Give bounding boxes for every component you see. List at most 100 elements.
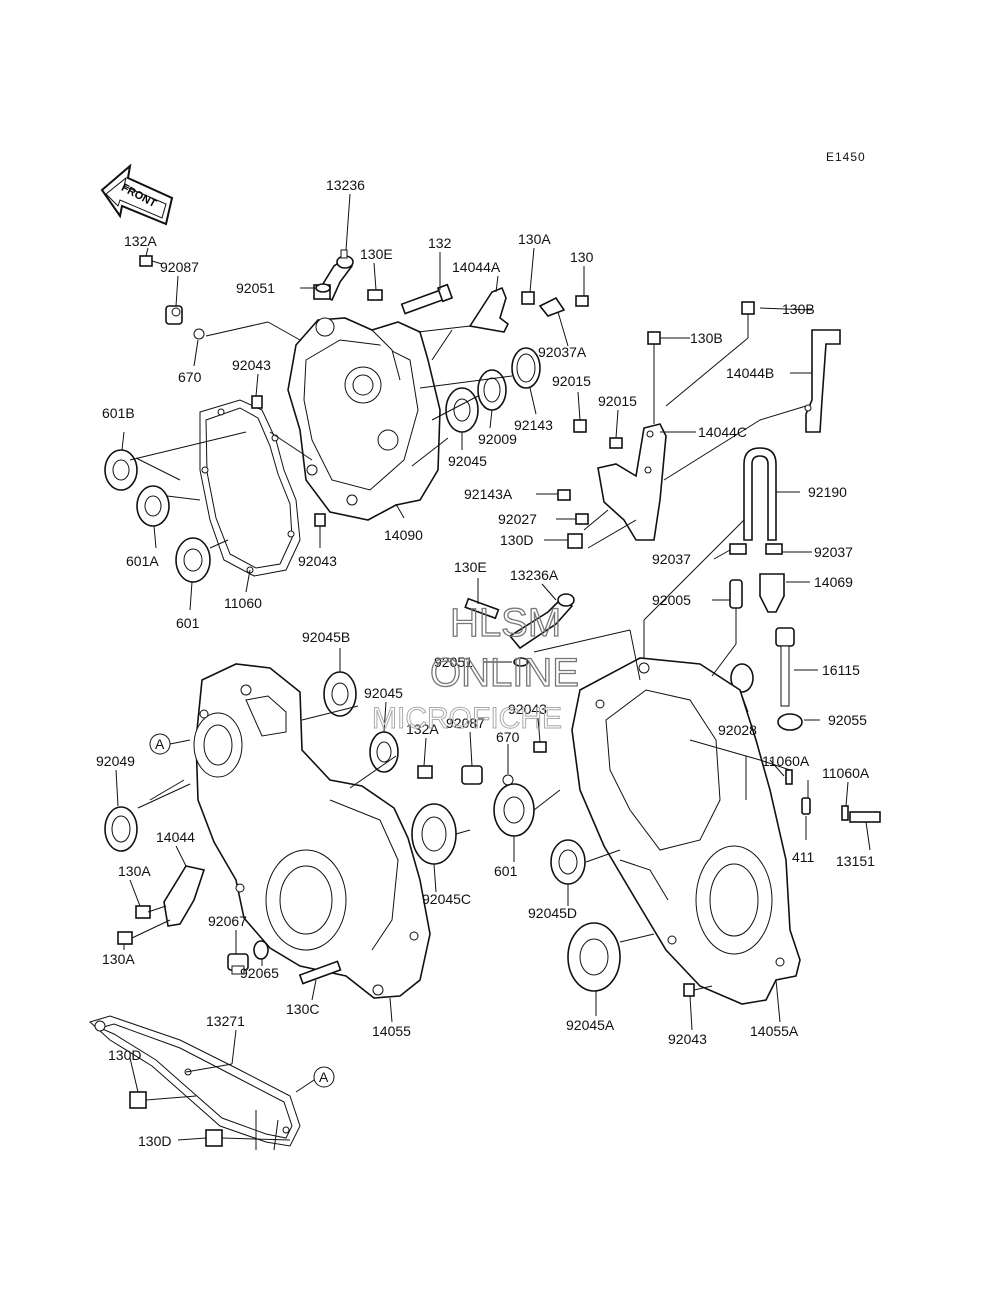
- label-92143: 92143: [514, 417, 553, 433]
- label-92143a: 92143A: [464, 486, 513, 502]
- bearing-92045b: [323, 671, 357, 717]
- label-14044: 14044: [156, 829, 195, 845]
- bearing-92045c: [411, 803, 457, 865]
- label-601b: 601B: [102, 405, 135, 421]
- bearing-601-mid: [493, 783, 535, 837]
- bracket-14044: [163, 865, 206, 927]
- collar-92143-small: [573, 419, 587, 433]
- o-ring-670-top: [193, 328, 205, 340]
- bolt-132: [400, 283, 454, 315]
- leader-lines: [115, 193, 871, 1151]
- label-11060a-a: 11060A: [762, 753, 810, 769]
- label-13271: 13271: [206, 1013, 245, 1029]
- sensor-92087-top: [165, 305, 183, 325]
- bolt-130-top: [575, 295, 589, 307]
- label-130e-mid: 130E: [454, 559, 487, 575]
- label-92045-top: 92045: [448, 453, 487, 469]
- bolt-130a-top: [521, 291, 535, 305]
- label-92045b: 92045B: [302, 629, 350, 645]
- label-92055: 92055: [828, 712, 867, 728]
- label-92043-a: 92043: [232, 357, 271, 373]
- label-13236a: 13236A: [510, 567, 559, 583]
- bracket-14044c: [597, 423, 667, 541]
- label-601-top: 601: [176, 615, 200, 631]
- marker-a-upper: A: [149, 733, 191, 755]
- hose-92190: [743, 447, 777, 541]
- label-92067: 92067: [208, 913, 247, 929]
- label-132: 132: [428, 235, 452, 251]
- label-411: 411: [792, 849, 815, 865]
- clamp-92037-b: [765, 543, 783, 555]
- svg-text:A: A: [319, 1069, 329, 1085]
- seal-92049: [104, 806, 138, 852]
- bolt-132a-mid: [417, 765, 433, 779]
- label-92037a: 92037A: [538, 344, 587, 360]
- label-92049: 92049: [96, 753, 135, 769]
- seal-11060a-b: [841, 805, 849, 821]
- bolt-130b-b: [647, 331, 661, 345]
- label-92037-a: 92037: [652, 551, 691, 567]
- crankcase-left-14055: [193, 663, 431, 999]
- label-92009: 92009: [478, 431, 517, 447]
- cover-gasket-13271: [89, 1015, 301, 1147]
- label-92045c: 92045C: [422, 891, 471, 907]
- collar-92027: [575, 513, 589, 525]
- bracket-14044a: [468, 286, 510, 333]
- label-92087-mid: 92087: [446, 715, 485, 731]
- bolt-130e-mid: [464, 597, 500, 620]
- label-92043-b: 92043: [298, 553, 337, 569]
- label-130c: 130C: [286, 1001, 319, 1017]
- bolt-130d-mid: [567, 533, 583, 549]
- label-130a-b: 130A: [102, 951, 135, 967]
- label-130a-a: 130A: [118, 863, 151, 879]
- label-670-top: 670: [178, 369, 202, 385]
- label-11060a-b: 11060A: [822, 765, 870, 781]
- label-130d-a: 130D: [108, 1047, 141, 1063]
- label-14055a: 14055A: [750, 1023, 799, 1039]
- diagram-code: E1450: [826, 150, 866, 164]
- bolt-13151: [849, 811, 881, 823]
- label-92045d: 92045D: [528, 905, 577, 921]
- label-92051-mid: 92051: [434, 654, 473, 670]
- label-14044c: 14044C: [698, 424, 747, 440]
- marker-a-lower: A: [295, 1066, 335, 1093]
- label-11060: 11060: [224, 595, 262, 611]
- label-92045a: 92045A: [566, 1017, 615, 1033]
- dowel-92043-c: [683, 983, 695, 997]
- label-92043-c: 92043: [668, 1031, 707, 1047]
- label-92028: 92028: [718, 722, 757, 738]
- filter-14069: [759, 573, 785, 613]
- dowel-92043-a: [251, 395, 263, 409]
- bearing-601b: [104, 449, 138, 491]
- label-92190: 92190: [808, 484, 847, 500]
- label-130b-a: 130B: [782, 301, 815, 317]
- label-92065: 92065: [240, 965, 279, 981]
- nut-92015: [609, 437, 623, 449]
- label-130d-mid: 130D: [500, 532, 533, 548]
- collar-92143a: [557, 489, 571, 501]
- dowel-92043-b: [314, 513, 326, 527]
- bearing-92045d: [550, 839, 586, 885]
- seal-11060a-a: [785, 769, 793, 785]
- bearing-601a: [136, 485, 170, 527]
- pipe-92005: [729, 579, 743, 609]
- gasket-11060: [199, 399, 301, 577]
- label-130b-b: 130B: [690, 330, 723, 346]
- label-92005: 92005: [652, 592, 691, 608]
- label-132a-mid: 132A: [406, 721, 439, 737]
- watermark-line-1: HLSM: [450, 601, 561, 645]
- shift-lever-13236a: [508, 593, 575, 650]
- svg-text:A: A: [155, 736, 165, 752]
- plug-92067: [227, 953, 249, 975]
- front-arrow-icon: FRONT: [100, 163, 174, 226]
- bolt-130b-a: [741, 301, 755, 315]
- shift-lever-13236: [313, 249, 354, 302]
- washer-92065: [253, 940, 269, 960]
- bearing-601-top: [175, 537, 211, 583]
- label-14069: 14069: [814, 574, 853, 590]
- label-92037-b: 92037: [814, 544, 853, 560]
- label-92045-mid: 92045: [364, 685, 403, 701]
- o-ring-92055: [777, 713, 803, 731]
